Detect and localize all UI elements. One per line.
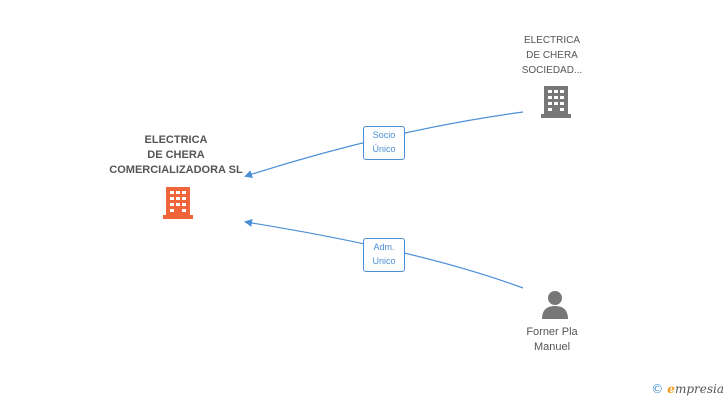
- main-company-name-line-2: DE CHERA: [147, 149, 205, 161]
- edge-label-socio-unico[interactable]: Socio Único: [363, 126, 405, 160]
- brand-rest: mpresia: [674, 382, 724, 396]
- copyright-icon: ©: [651, 382, 664, 396]
- shareholder-name-line-2: DE CHERA: [526, 50, 578, 61]
- brand-initial: e: [667, 382, 675, 396]
- brand-logo: ©empresia: [651, 382, 724, 396]
- shareholder-name-line-3: SOCIEDAD...: [521, 65, 583, 76]
- main-company-name-line-1: ELECTRICA: [144, 134, 208, 146]
- edge-label-socio-line-1: Socio: [372, 130, 396, 140]
- person-name-line-1: Forner Pla: [526, 326, 578, 338]
- main-company-name[interactable]: ELECTRICA DE CHERA COMERCIALIZADORA SL: [96, 133, 256, 178]
- building-icon[interactable]: [540, 84, 572, 118]
- building-icon[interactable]: [162, 185, 194, 219]
- edge-label-adm-unico[interactable]: Adm. Unico: [363, 238, 405, 272]
- edge-label-adm-line-2: Unico: [372, 256, 396, 266]
- edge-label-socio-line-2: Único: [372, 144, 396, 154]
- person-name-line-2: Manuel: [533, 341, 571, 353]
- shareholder-company-name[interactable]: ELECTRICA DE CHERA SOCIEDAD...: [502, 33, 602, 78]
- person-icon[interactable]: [540, 289, 570, 319]
- shareholder-name-line-1: ELECTRICA: [523, 35, 581, 46]
- edge-label-adm-line-1: Adm.: [373, 242, 395, 252]
- person-name[interactable]: Forner Pla Manuel: [502, 325, 602, 355]
- main-company-name-line-3: COMERCIALIZADORA SL: [109, 164, 243, 176]
